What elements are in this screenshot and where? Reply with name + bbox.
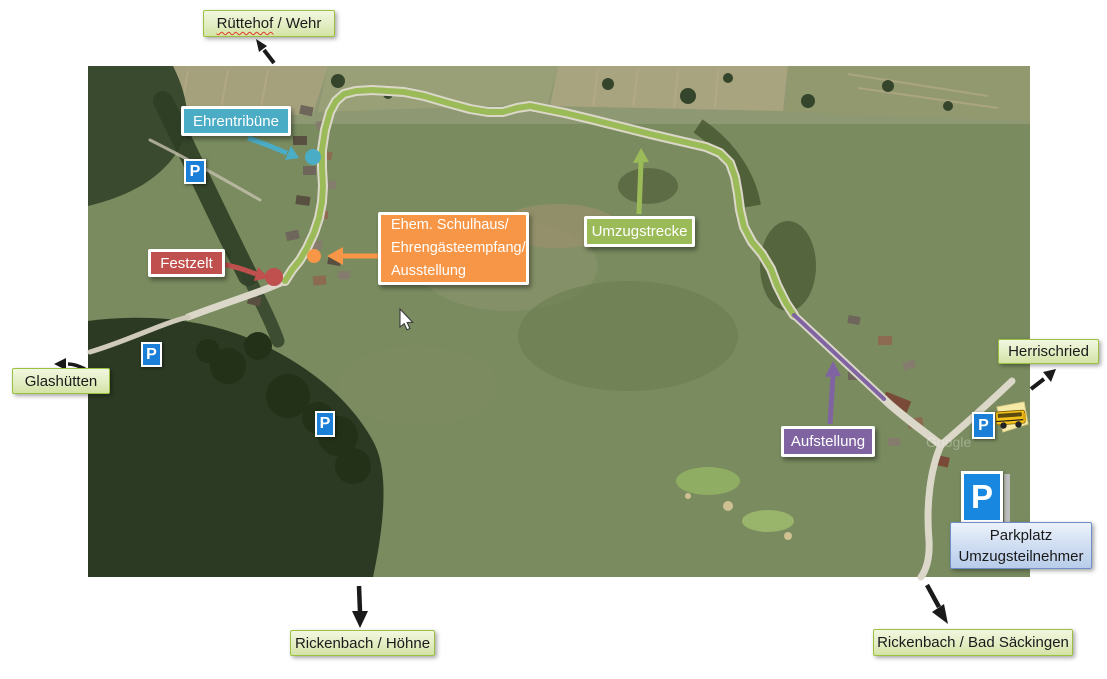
herrischried-arrow [1029,369,1056,391]
label-schulhaus: Ehem. Schulhaus/ Ehrengästeempfang/ Auss… [378,212,529,285]
label-rickenbach-bad-saeckingen: Rickenbach / Bad Säckingen [873,629,1073,656]
parking-sign-icon: P [184,159,206,184]
forest-bottom-left [88,317,384,577]
label-parkplatz-umzugsteilnehmer: Parkplatz Umzugsteilnehmer [950,522,1092,569]
label-ehrentribuene: Ehrentribüne [181,106,291,136]
sign-post-shadow [1004,474,1010,522]
label-ruettehof-wehr: Rüttehof / Wehr [203,10,335,37]
label-glashuetten: Glashütten [12,368,110,394]
rickenbach-hoehne-arrow [352,585,368,628]
ruettehof-arrow [256,39,276,65]
parking-sign-icon: P [972,412,995,439]
parking-sign-icon: P [141,342,162,367]
label-festzelt: Festzelt [148,249,225,277]
label-aufstellung: Aufstellung [781,426,875,457]
label-rickenbach-hoehne: Rickenbach / Höhne [290,630,435,656]
parking-sign-large-icon: P [961,471,1010,523]
label-herrischried: Herrischried [998,339,1099,364]
parking-sign-icon: P [315,411,335,437]
satellite-map [88,66,1030,577]
rickenbach-bs-arrow [925,583,948,624]
bus-icon [995,401,1029,433]
label-umzugstrecke: Umzugstrecke [584,216,695,247]
